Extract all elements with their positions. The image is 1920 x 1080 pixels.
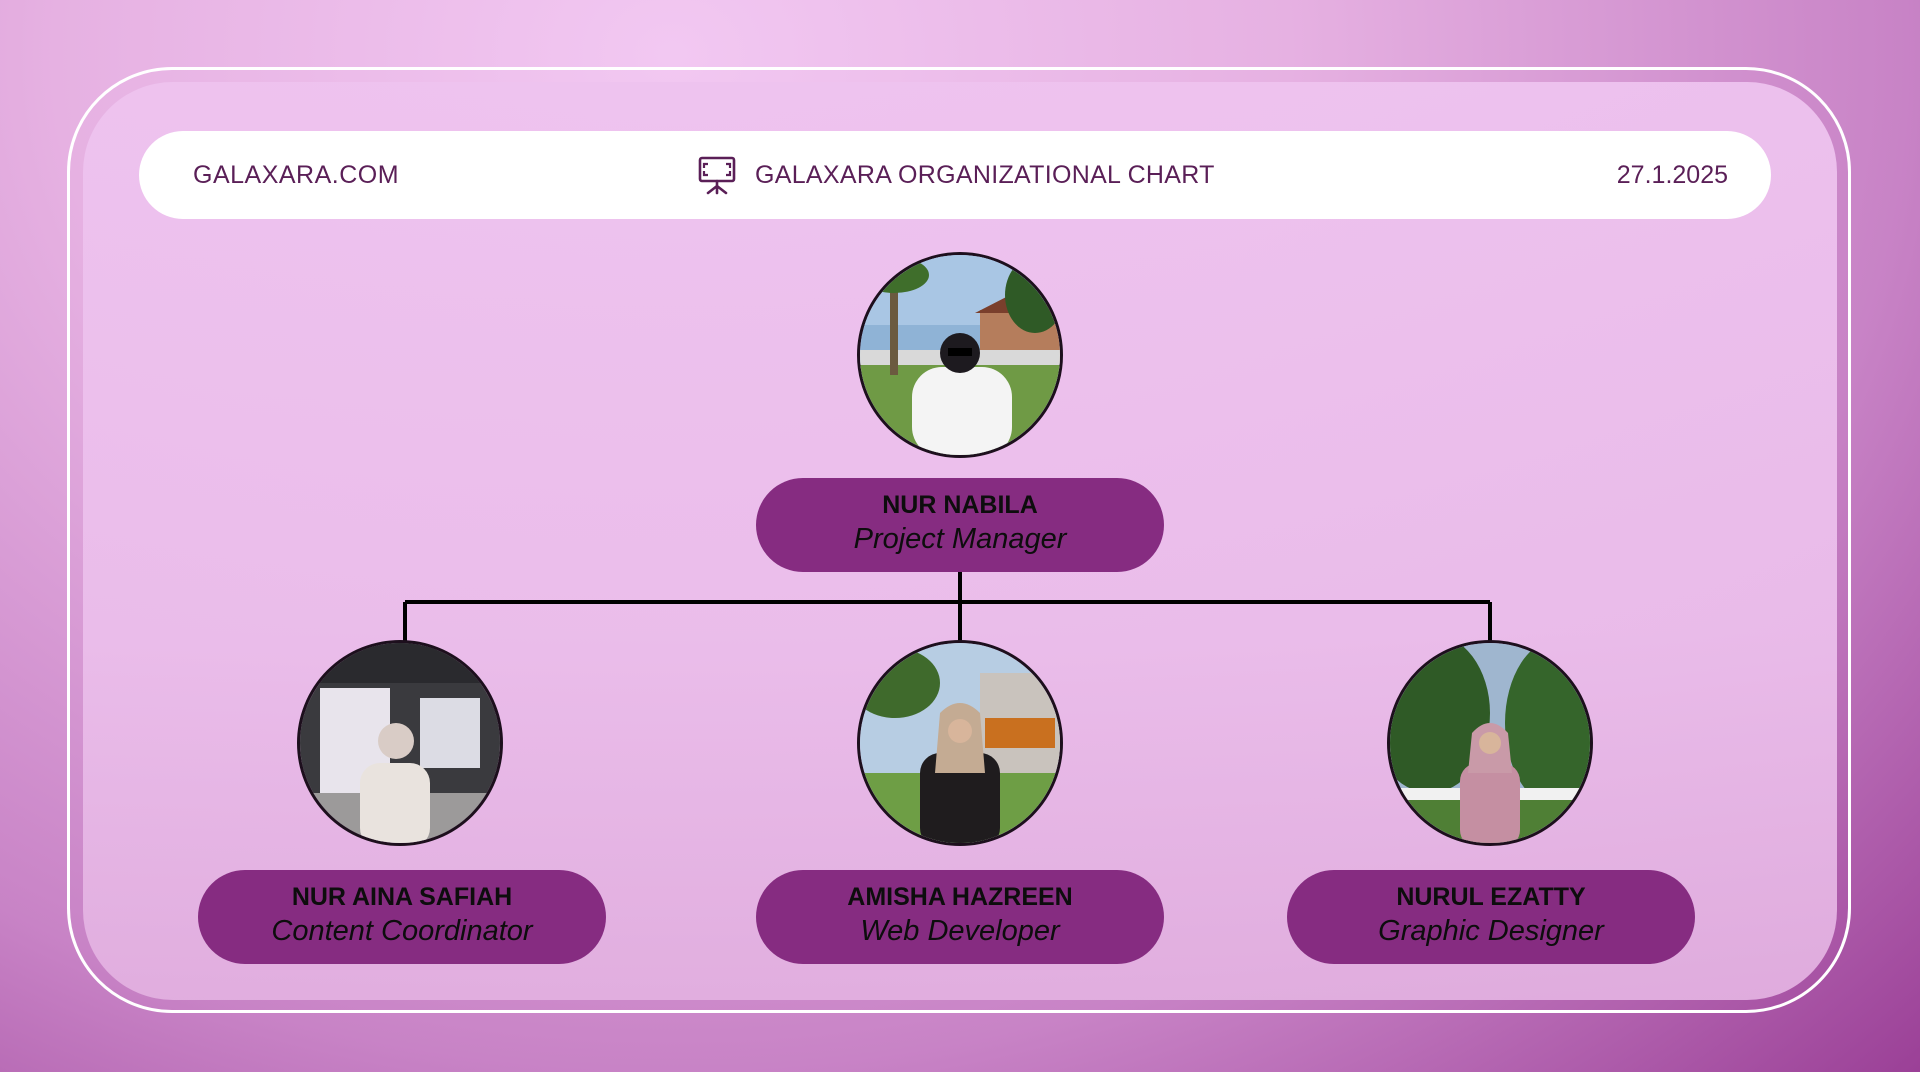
outer-frame [67, 67, 1851, 1013]
team-card-2: AMISHA HAZREEN Web Developer [756, 870, 1164, 964]
header-bar: GALAXARA.COM GALAXARA ORGANIZATIONAL CHA… [139, 131, 1771, 219]
site-name: GALAXARA.COM [193, 161, 400, 189]
chart-title: GALAXARA ORGANIZATIONAL CHART [755, 160, 1215, 189]
team-photo-2 [857, 640, 1063, 846]
team-name-3: NURUL EZATTY [1396, 883, 1586, 911]
team-role-1: Content Coordinator [271, 915, 533, 947]
manager-card: NUR NABILA Project Manager [756, 478, 1164, 572]
manager-role: Project Manager [853, 523, 1067, 555]
manager-photo [857, 252, 1063, 458]
team-card-1: NUR AINA SAFIAH Content Coordinator [198, 870, 606, 964]
team-name-2: AMISHA HAZREEN [847, 883, 1073, 911]
presentation-board-icon [698, 156, 736, 195]
team-role-3: Graphic Designer [1378, 915, 1604, 947]
team-photo-1 [297, 640, 503, 846]
title-group: GALAXARA ORGANIZATIONAL CHART [697, 153, 1215, 197]
team-card-3: NURUL EZATTY Graphic Designer [1287, 870, 1695, 964]
bottom-strip [0, 1072, 1920, 1080]
chart-date: 27.1.2025 [1616, 161, 1728, 189]
team-role-2: Web Developer [860, 915, 1060, 947]
team-name-1: NUR AINA SAFIAH [291, 883, 513, 911]
manager-name: NUR NABILA [882, 491, 1038, 519]
team-photo-3 [1387, 640, 1593, 846]
